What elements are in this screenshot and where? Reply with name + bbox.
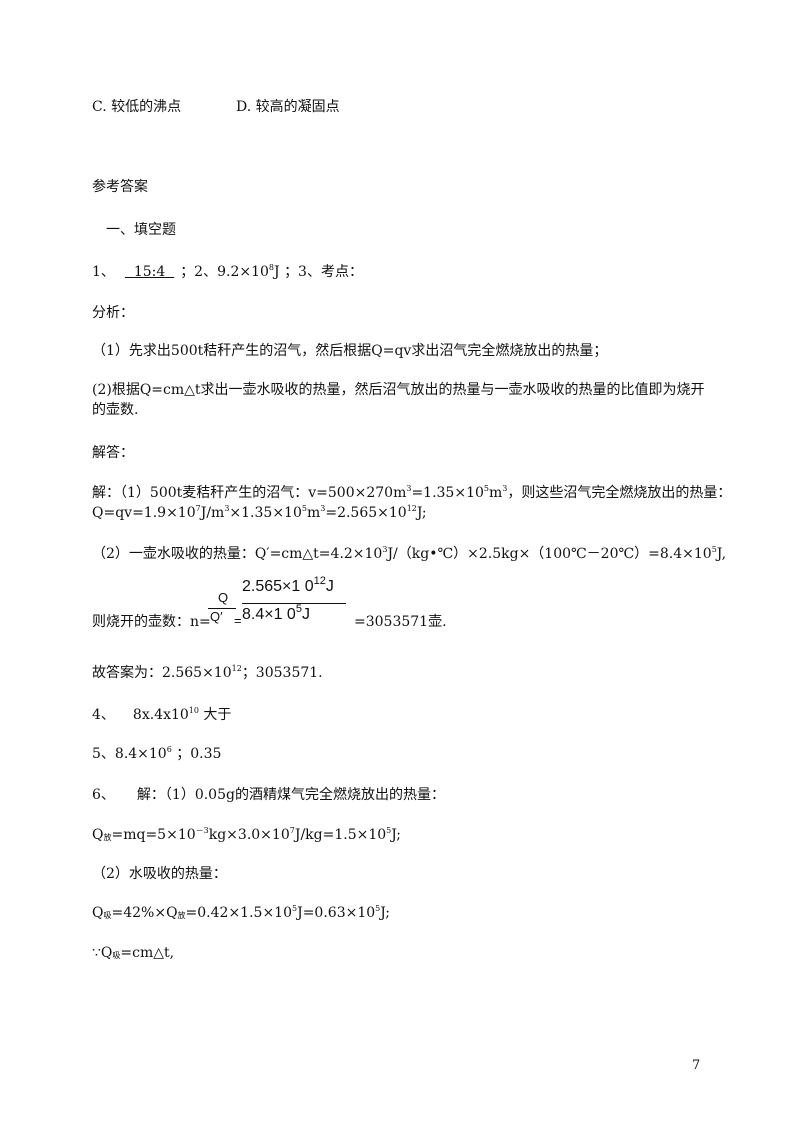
- big-fraction-bar: [242, 603, 346, 604]
- analysis-label: 分析：: [92, 305, 134, 321]
- q1-prefix: 1、: [92, 264, 115, 280]
- small-fraction-bar: [208, 608, 236, 609]
- q1-suffix: J ；3、考点：: [274, 264, 363, 280]
- pots-prefix: 则烧开的壶数：n=: [92, 614, 211, 630]
- analysis-step-2: (2)根据Q=cm△t求出一壶水吸收的热量，然后沼气放出的热量与一壶水吸收的热量…: [92, 382, 705, 418]
- big-fraction: 2.565×1 012J 8.4×1 05J: [242, 575, 350, 630]
- q1-blank: 15:4: [125, 264, 174, 280]
- solution-line-2: （2）一壶水吸收的热量：Q′=cm△t=4.2×103J/（kg•℃）×2.5k…: [92, 545, 727, 563]
- option-d: D. 较高的凝固点: [236, 99, 340, 115]
- q6-because-line: ∵Q吸=cm△t,: [92, 945, 175, 961]
- small-fraction: Q Q′: [208, 590, 238, 630]
- q1-exponent: 8: [268, 263, 274, 272]
- question-6-line: 6、解：（1）0.05g的酒精煤气完全燃烧放出的热量：: [92, 787, 445, 803]
- solution-line-1: 解：（1）500t麦秸秆产生的沼气：v=500×270m3=1.35×105m3…: [92, 484, 732, 502]
- q6-step-2-label: （2）水吸收的热量：: [92, 866, 227, 882]
- q1-mid: ；2、9.2×10: [180, 264, 269, 280]
- question-4-line: 4、8x.4x1010 大于: [92, 706, 232, 724]
- solution-label: 解答：: [92, 445, 134, 461]
- question-1-line: 1、 15:4 ；2、9.2×108J ；3、考点：: [92, 262, 363, 282]
- q6-heat-released: Q放=mq=5×10－3kg×3.0×107J/kg=1.5×105J;: [92, 826, 402, 844]
- big-denominator: 8.4×1 05J: [242, 603, 310, 624]
- pots-equals: =: [234, 613, 242, 628]
- option-c: C. 较低的沸点: [92, 99, 182, 115]
- section-heading: 一、填空题: [106, 222, 176, 238]
- pots-result: =3053571壶.: [354, 614, 447, 630]
- q6-heat-absorbed: Q吸=42%×Q放=0.42×1.5×105J=0.63×105J;: [92, 904, 391, 922]
- q1-blank-text: 15:4: [133, 264, 166, 280]
- reference-answer-title: 参考答案: [92, 179, 148, 195]
- big-numerator: 2.565×1 012J: [242, 575, 334, 596]
- small-denominator: Q′: [210, 609, 223, 624]
- solution-line-1b: Q=qv=1.9×107J/m3×1.35×105m3=2.565×1012J;: [92, 504, 427, 522]
- option-row: C. 较低的沸点 D. 较高的凝固点: [92, 97, 340, 117]
- answer-line: 故答案为：2.565×1012；3053571.: [92, 664, 323, 682]
- page-number: 7: [692, 1058, 701, 1073]
- question-5-line: 5、8.4×106 ；0.35: [92, 745, 222, 763]
- analysis-step-1: （1）先求出500t秸秆产生的沼气，然后根据Q=qv求出沼气完全燃烧放出的热量；: [92, 343, 608, 359]
- small-numerator: Q: [218, 590, 229, 605]
